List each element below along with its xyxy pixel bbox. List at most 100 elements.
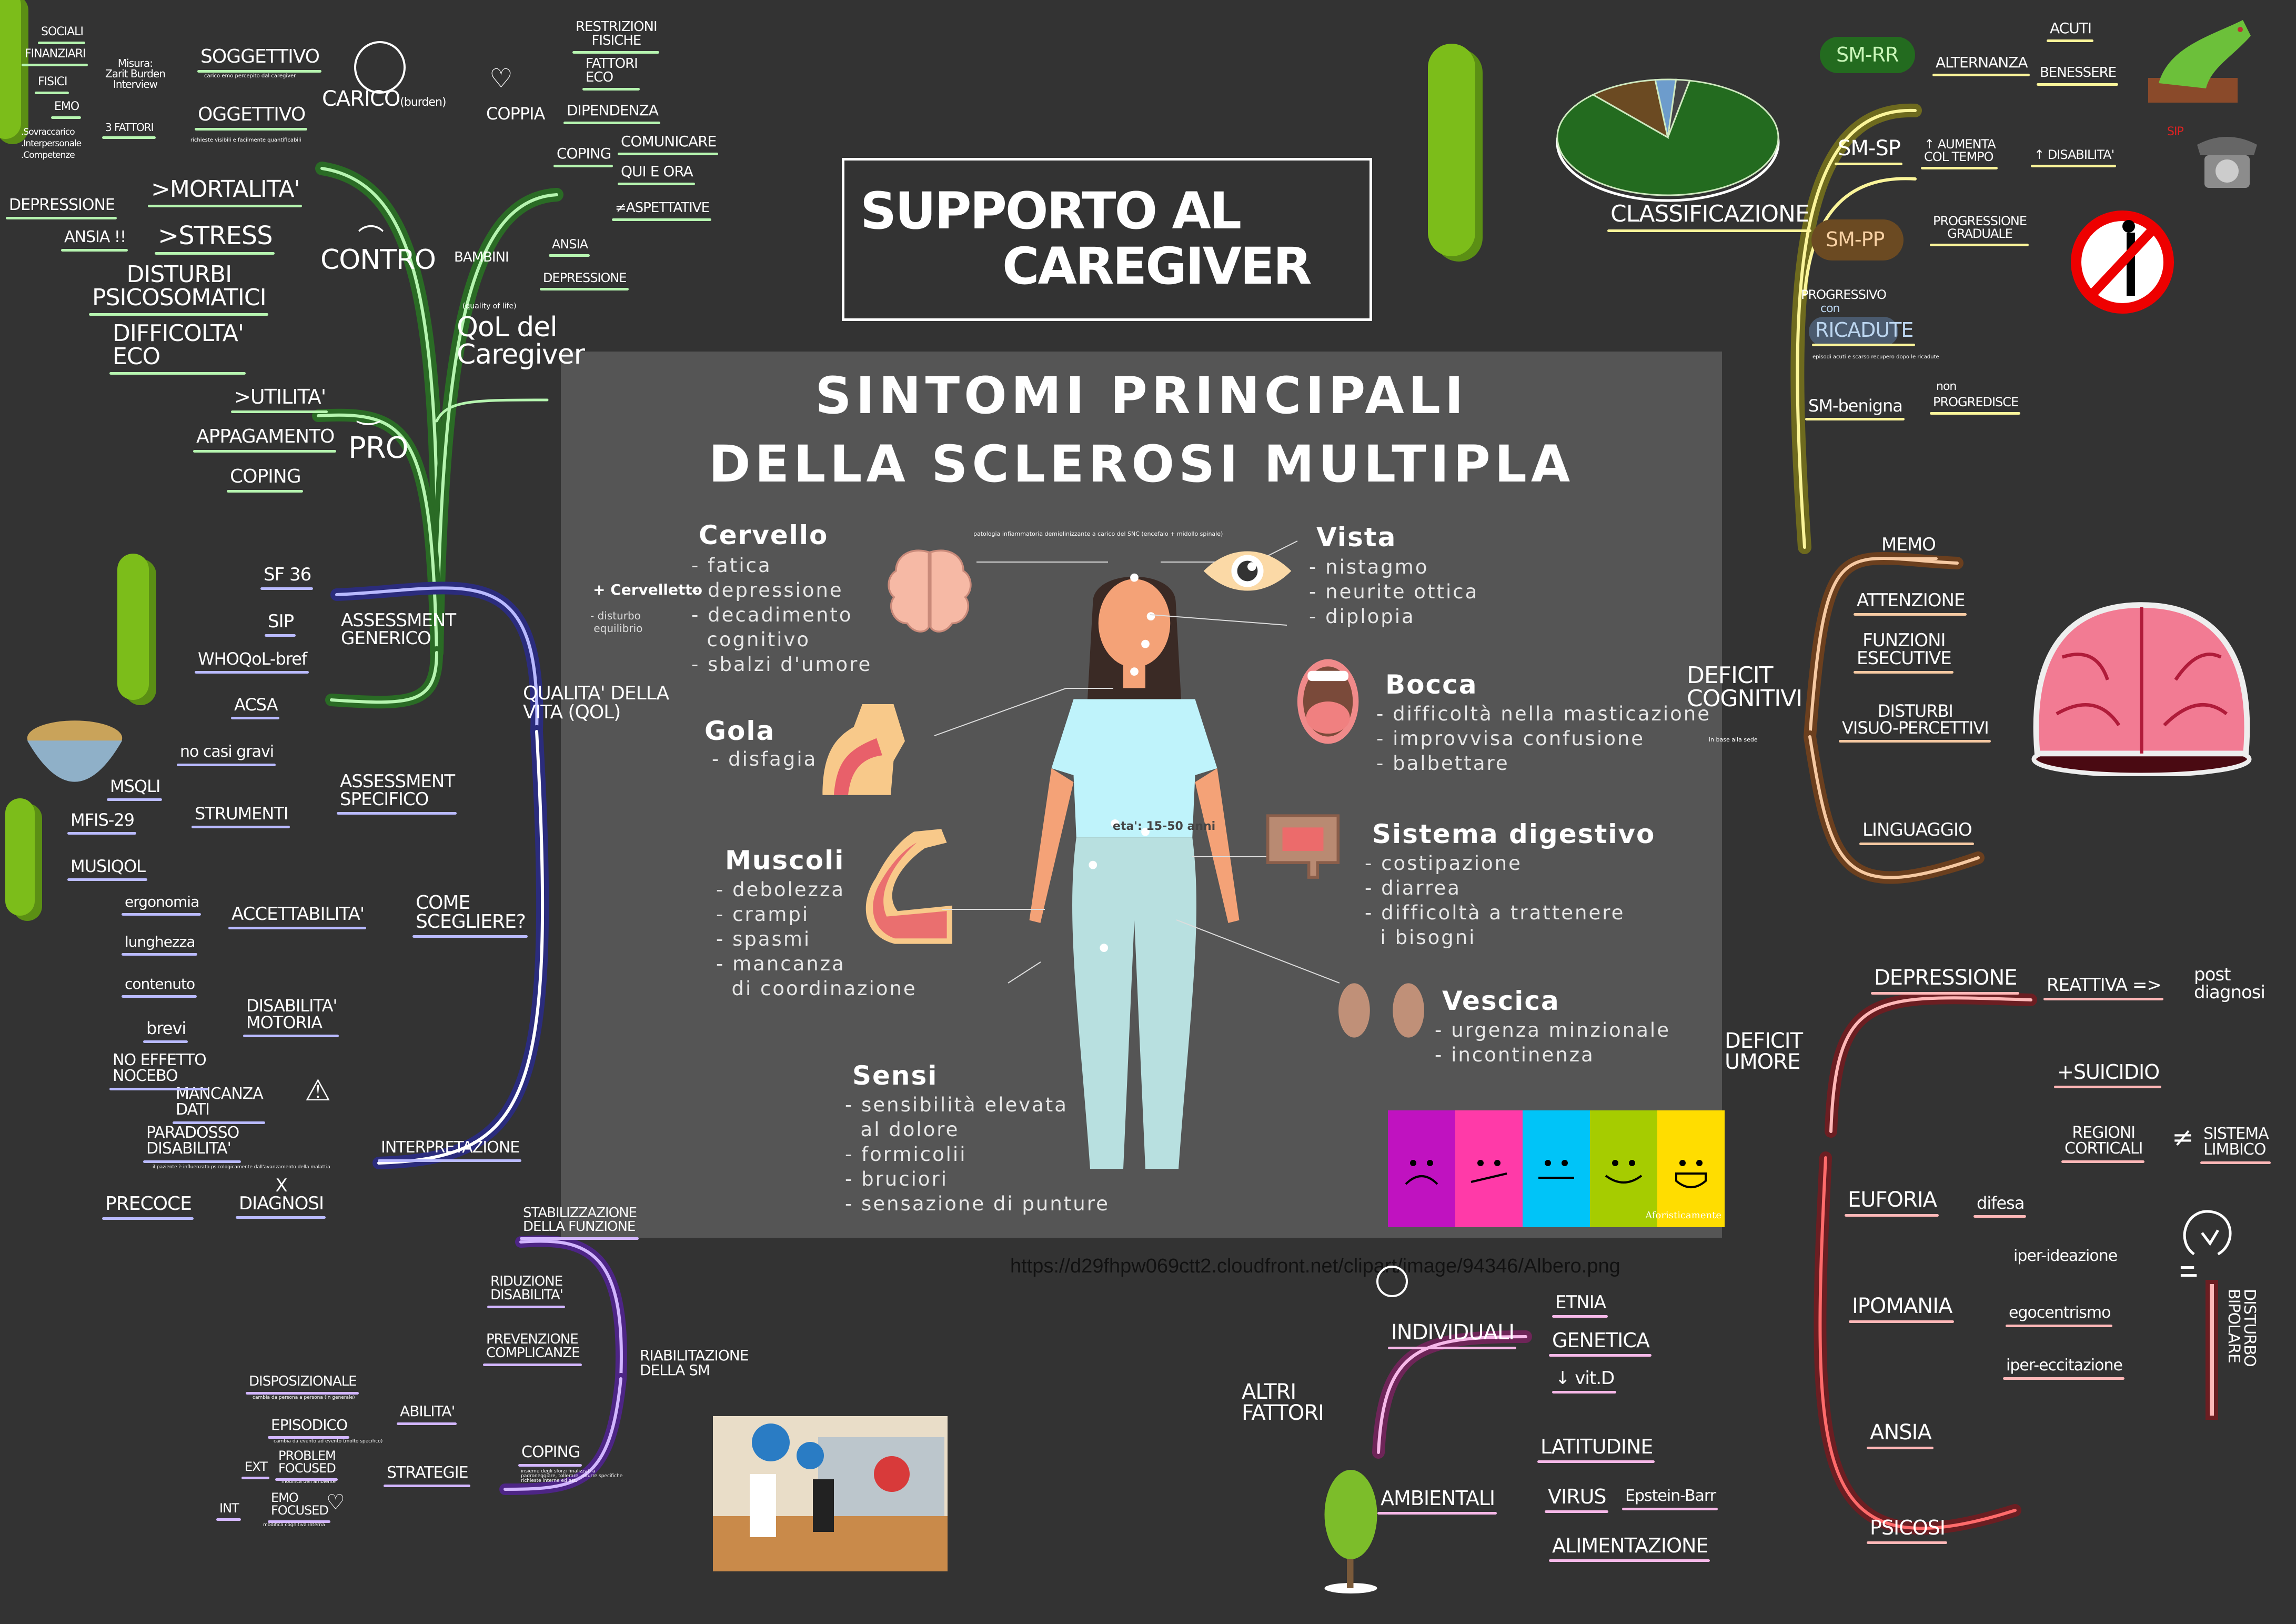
muscoli-list: - debolezza- crampi- spasmi- mancanza di… bbox=[716, 878, 917, 1000]
face-sad bbox=[1455, 1110, 1523, 1227]
woman-figure bbox=[1029, 573, 1240, 1169]
label-genetica: Genetica bbox=[1545, 1330, 1657, 1361]
age-note: eta': 15-50 anni bbox=[1113, 820, 1216, 833]
pointer-lines bbox=[934, 540, 1340, 984]
label-contro: Contro bbox=[320, 244, 436, 276]
label-mancanza-dati: Mancanza dati bbox=[168, 1086, 270, 1128]
label-virus: Virus bbox=[1540, 1487, 1614, 1517]
face-happy bbox=[1590, 1110, 1657, 1227]
rehab-gym-photo bbox=[713, 1416, 948, 1571]
sensi-list: - sensibilità elevata al dolore- formico… bbox=[845, 1094, 1110, 1215]
label-deficit-umore: Deficit umore bbox=[1725, 1029, 1803, 1074]
smiley-balloon-icon bbox=[1376, 1266, 1408, 1297]
throat-icon bbox=[822, 704, 905, 795]
disease-note: patologia infiammatoria demielinizzante … bbox=[973, 530, 1223, 537]
label-assessment-specifico: Assessment specifico bbox=[332, 773, 462, 819]
label-progressione: Progressione graduale bbox=[1925, 215, 2035, 250]
label-aumenta: ↑ Aumenta col tempo bbox=[1917, 138, 2003, 174]
label-coping: Coping bbox=[549, 146, 619, 172]
label-prevenzione: Prevenzione complicanze bbox=[479, 1332, 587, 1370]
highlight-bar bbox=[0, 0, 21, 139]
highlight-bar bbox=[1428, 44, 1475, 256]
label-qualita-vita: Qualita' della vita (QoL) bbox=[523, 683, 669, 723]
label-sm-pp: SM-PP bbox=[1826, 228, 1885, 251]
label-qui-ora: Qui e ora bbox=[613, 164, 700, 189]
bracket bbox=[2210, 1284, 2214, 1416]
frown-icon: ︵ bbox=[358, 206, 384, 236]
note-oggettivo: richieste visibili e facilmente quantifi… bbox=[190, 137, 301, 143]
label-egocentrismo: egocentrismo bbox=[2001, 1305, 2118, 1331]
label-coping-pro: Coping bbox=[223, 467, 308, 497]
label-misura: Misura: Zarit Burden Interview bbox=[105, 57, 166, 91]
label-fisici: Fisici bbox=[30, 76, 75, 98]
label-difesa: difesa bbox=[1969, 1195, 2032, 1222]
label-bambini: Bambini bbox=[454, 249, 509, 265]
label-benessere: Benessere bbox=[2032, 66, 2124, 90]
label-funzioni-esecutive: Funzioni esecutive bbox=[1849, 631, 1959, 678]
label-fattori-list: .Sovraccarico .Interpersonale .Competenz… bbox=[21, 127, 82, 161]
classification-pie-chart bbox=[1556, 78, 1780, 202]
label-appagamento: Appagamento bbox=[188, 427, 342, 457]
label-no-casi-gravi: no casi gravi bbox=[172, 744, 281, 770]
label-emo: Emo bbox=[46, 101, 87, 123]
label-con: con bbox=[1820, 302, 1840, 315]
mouth-icon bbox=[1297, 659, 1359, 744]
vescica-heading: Vescica bbox=[1442, 986, 1560, 1016]
label-sip: SIP bbox=[2167, 125, 2184, 138]
label-etnia: Etnia bbox=[1548, 1294, 1613, 1322]
label-ansia: Ansia !! bbox=[57, 229, 133, 256]
note-disposizionale: cambia da persona a persona (in generale… bbox=[253, 1395, 355, 1400]
label-abilita: Abilita' bbox=[392, 1404, 462, 1429]
sensi-heading: Sensi bbox=[852, 1060, 938, 1091]
bocca-list: - difficoltà nella masticazione- improvv… bbox=[1376, 703, 1711, 775]
label-comunicare: Comunicare bbox=[613, 134, 724, 159]
warning-icon: ⚠ bbox=[305, 1074, 331, 1108]
symptoms-panel: SINTOMI PRINCIPALI DELLA SCLEROSI MULTIP… bbox=[561, 352, 1725, 1238]
label-individuali: Individuali bbox=[1384, 1322, 1522, 1354]
face-neutral bbox=[1523, 1110, 1590, 1227]
label-coppia: Coppia bbox=[486, 104, 545, 124]
muscoli-heading: Muscoli bbox=[725, 845, 845, 876]
brain-icon bbox=[888, 549, 972, 633]
note-problem-focused: modifica dell'ambiente bbox=[281, 1479, 336, 1485]
label-disposizionale: Disposizionale bbox=[241, 1375, 364, 1399]
pie-slice-sm-benigna bbox=[1667, 78, 1691, 138]
label-pro: Pro bbox=[348, 431, 409, 465]
label-iper-eccitazione: iper-eccitazione bbox=[1999, 1358, 2130, 1384]
label-strumenti: Strumenti bbox=[187, 805, 296, 833]
label-restrizioni: Restrizioni fisiche bbox=[568, 20, 664, 58]
label-dipendenza: Dipendenza bbox=[559, 103, 666, 128]
label-deficit-cognitivi: Deficit cognitivi bbox=[1687, 662, 1802, 712]
brain-image bbox=[2031, 602, 2252, 776]
digestivo-list: - costipazione- diarrea- difficoltà a tr… bbox=[1365, 852, 1625, 949]
label-oggettivo: Oggettivo bbox=[190, 105, 313, 135]
label-difficolta-eco: Difficolta' eco bbox=[105, 322, 251, 379]
label-regioni-corticali: Regioni corticali bbox=[2057, 1125, 2150, 1167]
label-int: Int bbox=[212, 1502, 246, 1525]
sm-rr-pill bbox=[1820, 37, 1915, 73]
cervelletto-note: + Cervelletto bbox=[593, 581, 702, 598]
no-urinating-sign-icon bbox=[2071, 210, 2174, 314]
smile-icon: ‿ bbox=[358, 395, 379, 425]
label-suicidio: +Suicidio bbox=[2049, 1062, 2167, 1092]
panel-title-line-2: DELLA SCLEROSI MULTIPLA bbox=[708, 435, 1575, 494]
label-come-scegliere: Come scegliere? bbox=[408, 894, 533, 942]
label-alternanza: Alternanza bbox=[1928, 55, 2035, 81]
bocca-heading: Bocca bbox=[1385, 669, 1478, 700]
label-finanziari: Finanziari bbox=[17, 48, 93, 71]
couple-icon: ♡ bbox=[489, 63, 513, 94]
note-episodico: cambia da evento ad evento (molto specif… bbox=[274, 1439, 383, 1444]
intestine-icon bbox=[1266, 814, 1340, 879]
label-ambientali: Ambientali bbox=[1373, 1488, 1503, 1519]
label-problem-focused: Problem focused bbox=[271, 1449, 343, 1485]
label-riduzione-disabilita: Riduzione disabilita' bbox=[483, 1275, 570, 1312]
vista-heading: Vista bbox=[1316, 522, 1397, 553]
label-non: non bbox=[1936, 380, 1957, 393]
pie-slice-sm-pp bbox=[1591, 79, 1669, 139]
label-sip: SIP bbox=[260, 613, 301, 641]
heart-icon: ♡ bbox=[326, 1490, 345, 1515]
title-line-1: Supporto al bbox=[860, 182, 1242, 240]
note-paradosso: il paziente è influenzato psicologicamen… bbox=[153, 1165, 330, 1170]
label-soggettivo: Soggettivo bbox=[193, 47, 327, 77]
vescica-list: - urgenza minzionale- incontinenza bbox=[1435, 1019, 1670, 1066]
